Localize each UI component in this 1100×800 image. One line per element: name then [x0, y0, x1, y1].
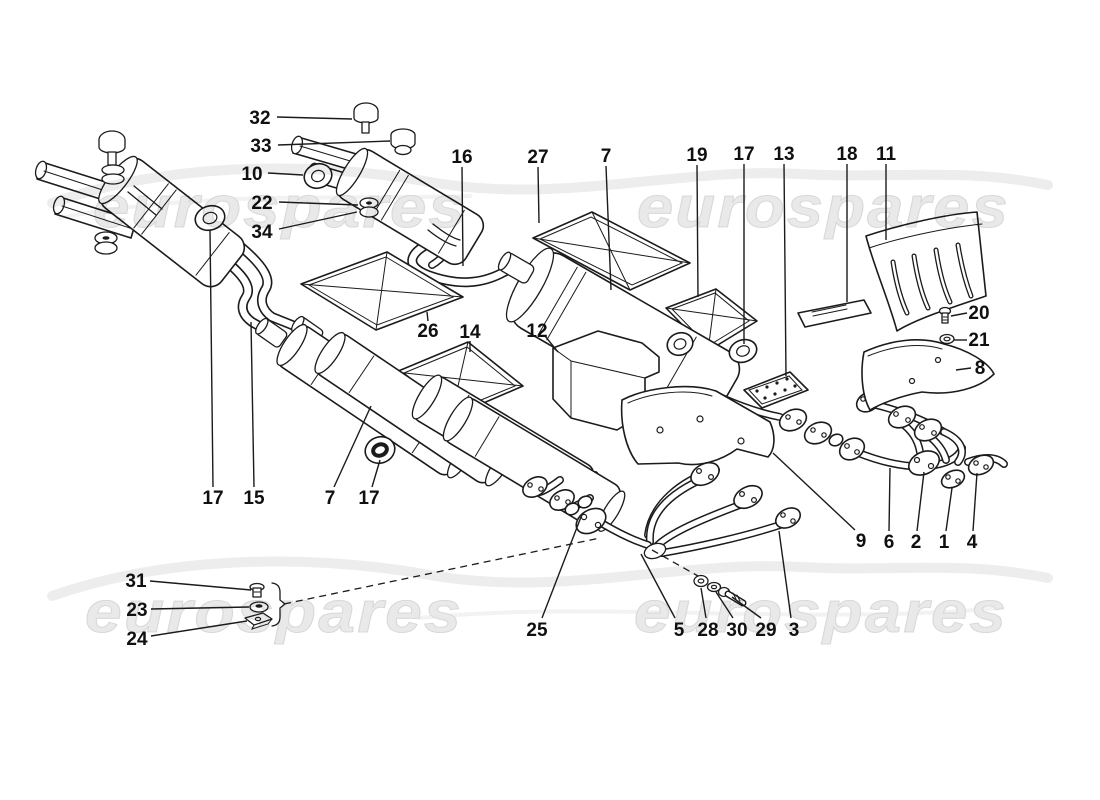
- callout-label-34: 34: [251, 222, 273, 243]
- callout-label-17: 17: [733, 144, 754, 165]
- leader-line-10: [267, 172, 304, 176]
- leader-line-17: [371, 459, 381, 488]
- leader-line-28: [700, 587, 707, 619]
- callout-label-1: 1: [939, 532, 950, 553]
- centre-silencer-pair-rear: [411, 374, 626, 532]
- watermark-text: eurospares: [85, 580, 463, 645]
- leader-line-26: [426, 311, 429, 322]
- leader-line-29: [731, 596, 762, 619]
- alignment-dashed-line: [651, 549, 699, 577]
- alignment-dashed-line: [283, 537, 601, 605]
- callout-label-31: 31: [125, 571, 147, 592]
- leader-line-32: [276, 116, 353, 120]
- callout-label-18: 18: [836, 144, 857, 165]
- watermark-text: eurospares: [634, 580, 1008, 645]
- leader-line-31: [149, 580, 252, 591]
- callout-label-8: 8: [975, 358, 986, 379]
- callout-label-5: 5: [674, 620, 685, 641]
- leader-line-27: [537, 166, 540, 224]
- leader-line-7: [333, 405, 372, 488]
- leader-line-8: [955, 367, 972, 371]
- watermark-swoosh-bottom: [47, 556, 1053, 601]
- callout-label-20: 20: [968, 303, 989, 324]
- callout-label-29: 29: [755, 620, 776, 641]
- callout-label-32: 32: [249, 108, 270, 129]
- leader-line-15: [250, 321, 255, 488]
- leader-line-13: [783, 163, 787, 377]
- callout-label-23: 23: [126, 600, 147, 621]
- leader-line-34: [278, 211, 358, 230]
- callout-label-14: 14: [459, 322, 481, 343]
- leader-line-25: [541, 516, 582, 619]
- watermark-layer: eurospares eurospares eurospares eurospares: [47, 163, 1053, 646]
- callout-label-25: 25: [526, 620, 548, 641]
- callout-label-2: 2: [911, 532, 922, 553]
- callout-label-26: 26: [417, 321, 438, 342]
- manifold-fixing-hardware: [693, 574, 747, 607]
- leader-line-24: [150, 620, 248, 637]
- callout-label-24: 24: [126, 629, 148, 650]
- leader-line-16: [461, 166, 464, 267]
- leader-line-12: [544, 335, 559, 353]
- callout-label-33: 33: [250, 136, 271, 157]
- watermark-swoosh-top-echo: [58, 194, 472, 220]
- callout-label-7: 7: [601, 146, 612, 167]
- flat-shield-9: [620, 385, 775, 466]
- front-manifold: [575, 461, 802, 560]
- callout-label-7: 7: [325, 488, 336, 509]
- leader-line-2: [916, 471, 925, 532]
- gasket-ring-17-centre: [364, 435, 396, 465]
- heat-shield-26: [300, 251, 464, 331]
- crossover-pipes: [217, 235, 525, 335]
- watermark-swoosh-bottom-echo: [418, 606, 1002, 620]
- leader-line-30: [715, 591, 734, 619]
- leader-line-20: [950, 312, 968, 317]
- callout-label-4: 4: [967, 532, 978, 553]
- leader-line-6: [888, 467, 891, 532]
- callout-label-15: 15: [243, 488, 265, 509]
- leader-line-3: [778, 530, 792, 619]
- callout-label-9: 9: [856, 531, 867, 552]
- leader-line-23: [150, 606, 250, 610]
- callout-label-16: 16: [451, 147, 472, 168]
- leader-line-4: [972, 472, 978, 532]
- callout-label-12: 12: [526, 321, 547, 342]
- leader-line-1: [945, 487, 953, 532]
- callout-label-13: 13: [773, 144, 794, 165]
- callout-label-27: 27: [527, 147, 548, 168]
- callout-label-30: 30: [726, 620, 747, 641]
- callout-label-11: 11: [876, 144, 897, 165]
- rear-muffler-left: [34, 130, 246, 288]
- heat-shield-27: [532, 211, 691, 291]
- watermark-swoosh-top: [47, 163, 1053, 208]
- leader-line-19: [696, 164, 699, 298]
- callout-label-17: 17: [358, 488, 379, 509]
- callout-label-28: 28: [697, 620, 718, 641]
- callout-label-17: 17: [202, 488, 223, 509]
- callout-label-3: 3: [789, 620, 800, 641]
- callout-label-10: 10: [241, 164, 262, 185]
- leader-line-33: [277, 140, 391, 146]
- leader-line-22: [278, 201, 359, 206]
- leader-line-9: [772, 452, 856, 531]
- gasket-ring-17-left: [194, 204, 226, 232]
- flat-shield-18: [797, 299, 872, 328]
- mount-hardware-bottom-left: [244, 582, 287, 630]
- leader-line-5: [640, 553, 676, 619]
- callout-label-6: 6: [884, 532, 895, 553]
- callout-label-22: 22: [251, 193, 272, 214]
- callout-label-19: 19: [686, 145, 707, 166]
- leader-line-17: [209, 229, 214, 488]
- manifold-shield-8: [861, 306, 995, 411]
- watermark-text: eurospares: [93, 175, 467, 240]
- callout-label-21: 21: [968, 330, 990, 351]
- watermark-text: eurospares: [637, 175, 1010, 240]
- curved-shield-11: [865, 211, 987, 332]
- leader-line-7: [605, 165, 612, 291]
